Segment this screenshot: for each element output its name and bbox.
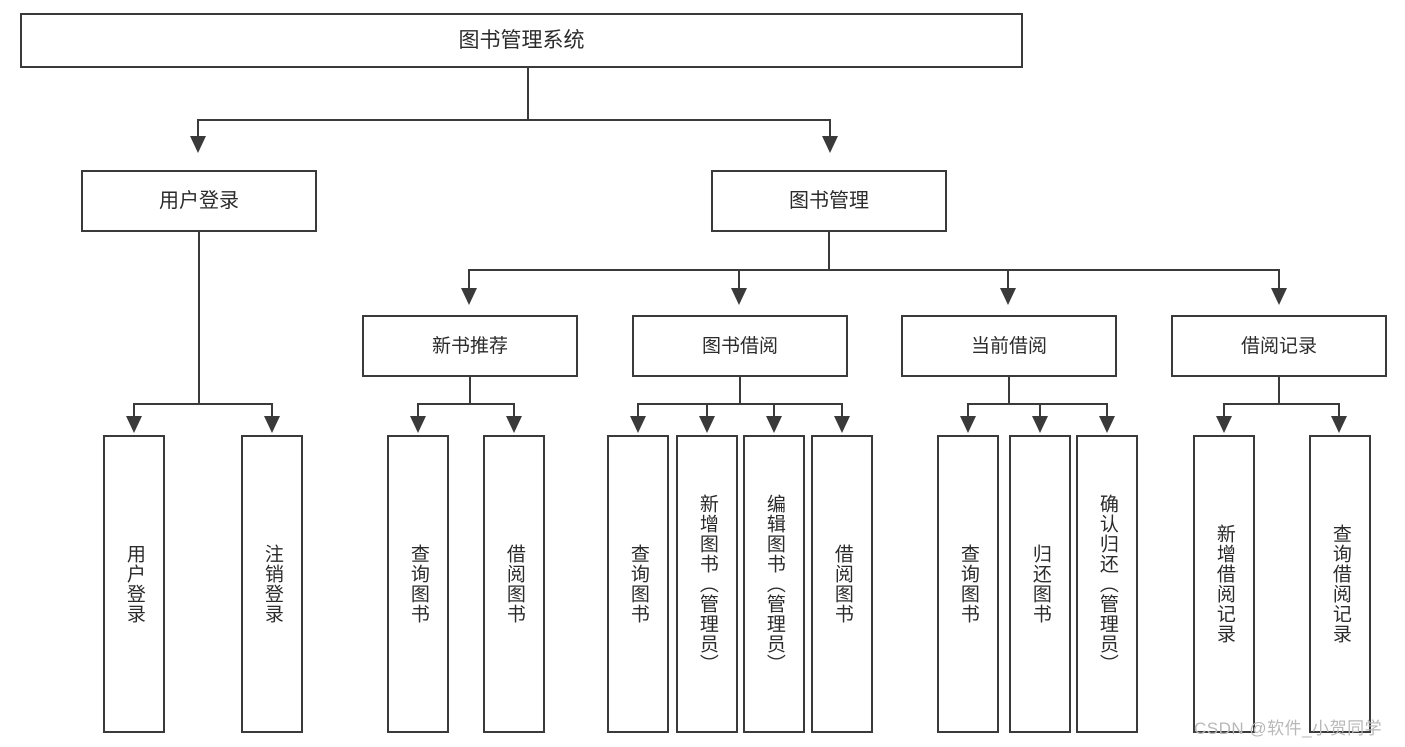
node-book-management[interactable]: 图书管理 — [711, 170, 947, 232]
connector-bookborrow-stem — [739, 377, 741, 404]
leaf-add-borrow-record[interactable]: 新增借阅记录 — [1193, 435, 1255, 733]
leaf-borrow-book-recommend[interactable]: 借阅图书 — [483, 435, 545, 733]
connector-root-drop-1 — [197, 119, 199, 138]
leaf-borrow-book-recommend-label: 借阅图书 — [503, 544, 525, 624]
leaf-query-borrow-record-label: 查询借阅记录 — [1329, 524, 1351, 644]
leaf-query-book-recommend[interactable]: 查询图书 — [387, 435, 449, 733]
arrowhead-currentborrow-child-1 — [960, 416, 976, 433]
arrowhead-to-current-borrow — [1000, 288, 1016, 305]
arrowhead-to-leaf-user-login — [126, 416, 142, 433]
arrowhead-bookborrow-child-3 — [766, 416, 782, 433]
connector-bookmgmt-bus — [468, 269, 1280, 271]
node-book-management-label: 图书管理 — [789, 190, 869, 212]
arrowhead-bookborrow-child-2 — [699, 416, 715, 433]
node-new-book-recommend[interactable]: 新书推荐 — [362, 315, 578, 377]
connector-bookmgmt-stem — [828, 232, 830, 270]
connector-borrowrecord-drop-1 — [1223, 403, 1225, 418]
leaf-user-login[interactable]: 用户登录 — [103, 435, 165, 733]
connector-userlogin-stem — [198, 232, 200, 404]
leaf-add-borrow-record-label: 新增借阅记录 — [1213, 524, 1235, 644]
leaf-confirm-return-admin-label: 确认归还（管理员） — [1096, 494, 1118, 674]
connector-borrowrecord-bus — [1223, 403, 1340, 405]
node-borrow-record[interactable]: 借阅记录 — [1171, 315, 1387, 377]
node-new-book-recommend-label: 新书推荐 — [431, 335, 508, 357]
connector-root-drop-2 — [829, 119, 831, 138]
connector-newbook-bus — [417, 403, 515, 405]
arrowhead-to-borrow-record — [1271, 288, 1287, 305]
arrowhead-borrowrecord-child-1 — [1216, 416, 1232, 433]
leaf-query-book-borrow[interactable]: 查询图书 — [607, 435, 669, 733]
connector-currentborrow-bus — [967, 403, 1108, 405]
connector-bookborrow-drop-1 — [637, 403, 639, 418]
connector-bookborrow-bus — [637, 403, 843, 405]
leaf-add-book-admin[interactable]: 新增图书（管理员） — [676, 435, 738, 733]
arrowhead-borrowrecord-child-2 — [1331, 416, 1347, 433]
node-borrow-record-label: 借阅记录 — [1240, 335, 1317, 357]
arrowhead-bookborrow-child-1 — [630, 416, 646, 433]
leaf-logout[interactable]: 注销登录 — [241, 435, 303, 733]
connector-newbook-stem — [469, 377, 471, 404]
connector-bookborrow-drop-2 — [706, 403, 708, 418]
leaf-return-book-label: 归还图书 — [1029, 544, 1051, 624]
leaf-logout-label: 注销登录 — [261, 544, 283, 624]
leaf-borrow-book[interactable]: 借阅图书 — [811, 435, 873, 733]
connector-userlogin-drop-1 — [133, 403, 135, 418]
node-current-borrow[interactable]: 当前借阅 — [901, 315, 1117, 377]
arrowhead-to-leaf-logout — [264, 416, 280, 433]
leaf-edit-book-admin-label: 编辑图书（管理员） — [763, 494, 785, 674]
connector-newbook-drop-2 — [513, 403, 515, 418]
connector-bookmgmt-drop-1 — [468, 269, 470, 290]
leaf-edit-book-admin[interactable]: 编辑图书（管理员） — [743, 435, 805, 733]
connector-bookborrow-drop-3 — [773, 403, 775, 418]
arrowhead-newbook-child-1 — [410, 416, 426, 433]
leaf-add-book-admin-label: 新增图书（管理员） — [696, 494, 718, 674]
connector-userlogin-drop-2 — [271, 403, 273, 418]
connector-userlogin-bus — [133, 403, 273, 405]
arrowhead-currentborrow-child-2 — [1032, 416, 1048, 433]
leaf-query-book-current[interactable]: 查询图书 — [937, 435, 999, 733]
leaf-return-book[interactable]: 归还图书 — [1009, 435, 1071, 733]
connector-borrowrecord-drop-2 — [1338, 403, 1340, 418]
connector-bookmgmt-drop-3 — [1007, 269, 1009, 290]
leaf-query-book-current-label: 查询图书 — [957, 544, 979, 624]
arrowhead-to-user-login — [190, 136, 206, 153]
arrowhead-newbook-child-2 — [506, 416, 522, 433]
arrowhead-currentborrow-child-3 — [1099, 416, 1115, 433]
connector-currentborrow-drop-2 — [1039, 403, 1041, 418]
connector-currentborrow-stem — [1008, 377, 1010, 404]
leaf-user-login-label: 用户登录 — [123, 544, 145, 624]
node-root[interactable]: 图书管理系统 — [20, 13, 1023, 68]
connector-bookborrow-drop-4 — [841, 403, 843, 418]
connector-newbook-drop-1 — [417, 403, 419, 418]
connector-currentborrow-drop-3 — [1106, 403, 1108, 418]
leaf-borrow-book-label: 借阅图书 — [831, 544, 853, 624]
connector-bookmgmt-drop-4 — [1278, 269, 1280, 290]
node-current-borrow-label: 当前借阅 — [970, 335, 1047, 357]
leaf-query-book-borrow-label: 查询图书 — [627, 544, 649, 624]
arrowhead-bookborrow-child-4 — [834, 416, 850, 433]
connector-currentborrow-drop-1 — [967, 403, 969, 418]
leaf-query-borrow-record[interactable]: 查询借阅记录 — [1309, 435, 1371, 733]
arrowhead-to-book-mgmt — [822, 136, 838, 153]
connector-bookmgmt-drop-2 — [738, 269, 740, 290]
connector-root-bus — [197, 119, 831, 121]
arrowhead-to-book-borrow — [731, 288, 747, 305]
node-root-label: 图书管理系统 — [458, 29, 585, 52]
node-book-borrow-label: 图书借阅 — [701, 335, 778, 357]
connector-root-stem — [527, 68, 529, 120]
arrowhead-to-new-book-rec — [461, 288, 477, 305]
connector-borrowrecord-stem — [1278, 377, 1280, 404]
leaf-confirm-return-admin[interactable]: 确认归还（管理员） — [1076, 435, 1138, 733]
leaf-query-book-recommend-label: 查询图书 — [407, 544, 429, 624]
node-user-login[interactable]: 用户登录 — [81, 170, 317, 232]
watermark: CSDN @软件_小贺同学 — [1194, 719, 1383, 738]
node-user-login-label: 用户登录 — [159, 190, 239, 212]
node-book-borrow[interactable]: 图书借阅 — [632, 315, 848, 377]
